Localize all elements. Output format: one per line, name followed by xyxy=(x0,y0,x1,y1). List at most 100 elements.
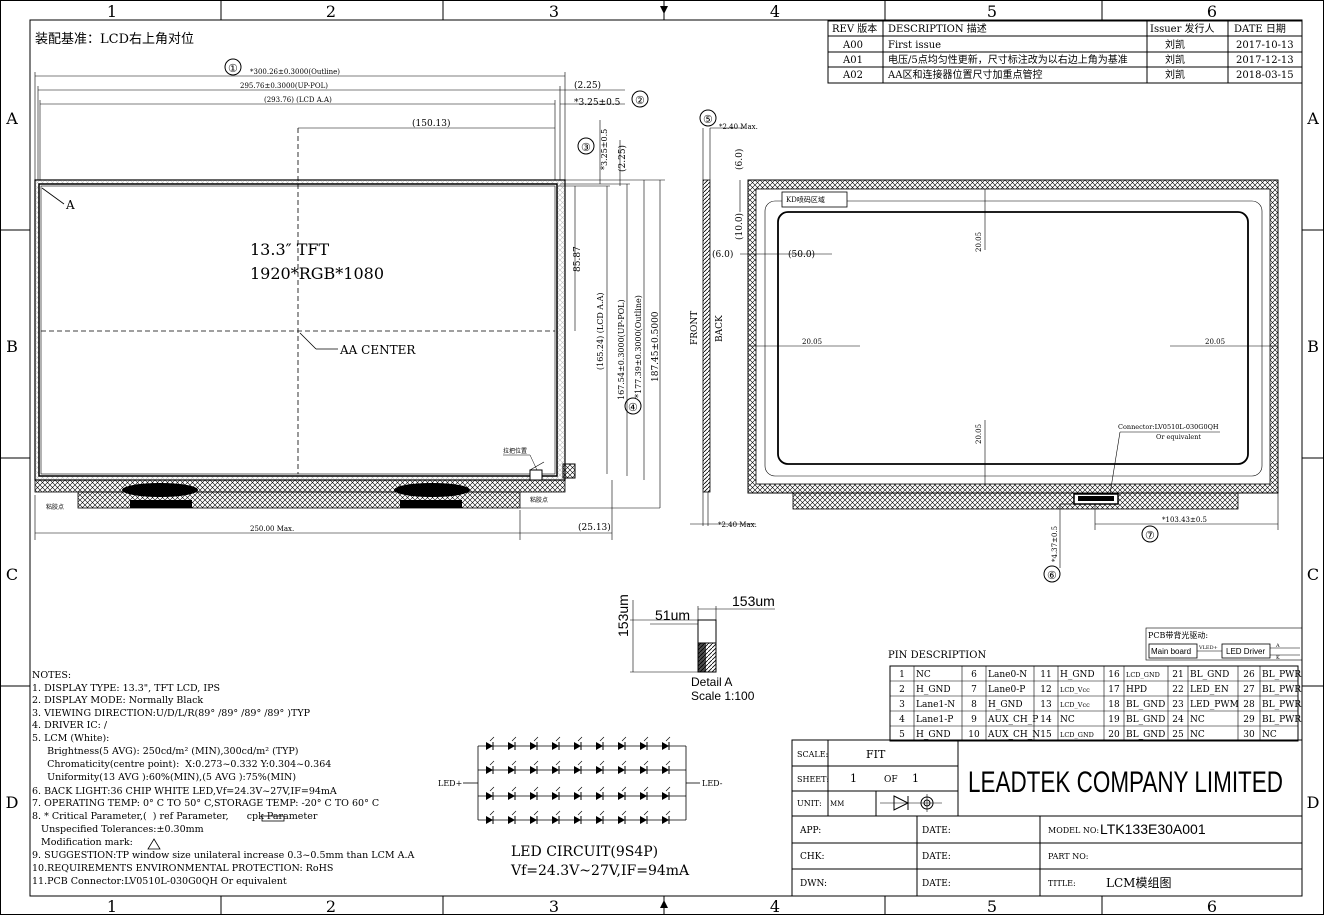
note-line-16: 11.PCB Connector:LV0510L-030G0QH Or equi… xyxy=(32,876,287,887)
side-view: ⑤ *2.40 Max. *2.40 Max. FRONT BACK xyxy=(690,109,758,529)
pin-signal: LED_PWM xyxy=(1190,700,1239,710)
pin-number: 24 xyxy=(1172,715,1184,725)
dim-right-gap: (2.25) xyxy=(574,80,601,91)
pin-signal: NC xyxy=(916,670,931,680)
rev-header-rev: REV 版本 xyxy=(832,22,877,35)
led-plus: LED+ xyxy=(438,779,462,788)
aa-center-label: AA CENTER xyxy=(339,343,416,357)
pin-signal: NC xyxy=(1262,730,1277,740)
grid-col-6: 6 xyxy=(1207,2,1217,21)
pin-signal: BL_GND xyxy=(1190,670,1229,680)
pcb-a: A xyxy=(1275,643,1280,649)
pin-signal: Lane1-P xyxy=(916,715,953,725)
rev-row-2-rev: A02 xyxy=(842,70,863,81)
grid-col-3: 3 xyxy=(549,2,559,21)
pin-title: PIN DESCRIPTION xyxy=(888,650,986,661)
pin-number: 7 xyxy=(971,685,977,695)
led-diode-icon xyxy=(618,786,627,800)
pin-number: 21 xyxy=(1172,670,1183,680)
pin-number: 5 xyxy=(899,730,905,740)
pcb-main-board: Main board xyxy=(1151,647,1191,656)
model-value: LTK133E30A001 xyxy=(1100,821,1206,837)
pcb-k: K xyxy=(1276,655,1280,661)
pin-signal: NC xyxy=(1060,715,1075,725)
led-minus: LED- xyxy=(702,779,723,788)
led-diode-icon xyxy=(574,786,583,800)
note-line-13: Modification mark: xyxy=(32,837,133,848)
detail-scale: Scale 1:100 xyxy=(691,689,755,703)
rev-row-1-issuer: 刘凯 xyxy=(1165,53,1185,66)
led-circuit: LED+ LED- LED CIRCUIT(9S4P) Vf=24.3V~27V… xyxy=(438,736,723,879)
callout-5: ⑤ xyxy=(703,113,713,126)
revision-table: REV 版本 DESCRIPTION 描述 Issuer 发行人 DATE 日期… xyxy=(827,20,1303,84)
pin-number: 27 xyxy=(1243,685,1255,695)
title-label: TITLE: xyxy=(1048,879,1076,888)
note-line-0: NOTES: xyxy=(32,670,71,681)
rev-row-0-desc: First issue xyxy=(888,40,941,51)
title-block: SCALE: FIT SHEET: 1 OF 1 UNIT: MM LEADTE… xyxy=(791,739,1303,897)
chk-label: CHK: xyxy=(800,852,825,862)
detail-a: 153um 51um 153um Detail A Scale 1:100 xyxy=(615,593,775,703)
back-dim-bottom: 20.05 xyxy=(975,424,983,444)
led-diode-icon xyxy=(552,736,561,750)
dwn-date: DATE: xyxy=(922,879,951,889)
pin-number: 28 xyxy=(1243,700,1255,710)
grid-col-6-bottom: 6 xyxy=(1207,897,1217,915)
led-diode-icon xyxy=(596,760,605,774)
led-diode-icon xyxy=(530,760,539,774)
note-line-6: Brightness(5 AVG): 250cd/m² (MIN),300cd/… xyxy=(32,746,298,757)
side-max-top: *2.40 Max. xyxy=(719,123,758,131)
led-diode-icon xyxy=(618,810,627,824)
back-dim-10: (10.0) xyxy=(734,213,745,240)
note-line-11: 8. * Critical Parameter,( ) ref Paramete… xyxy=(32,811,318,822)
scale-value: FIT xyxy=(866,748,886,761)
led-diode-icon xyxy=(596,810,605,824)
chk-date: DATE: xyxy=(922,852,951,862)
grid-col-5: 5 xyxy=(987,2,997,21)
dim-right-top: *3.25±0.5 xyxy=(574,98,621,108)
led-diode-icon xyxy=(486,786,495,800)
dwn-label: DWN: xyxy=(800,879,827,889)
grid-col-1-bottom: 1 xyxy=(107,897,117,915)
pin-number: 8 xyxy=(971,700,977,710)
note-line-8: Uniformity(13 AVG ):60%(MIN),(5 AVG ):75… xyxy=(32,772,296,783)
back-dim-50: (50.0) xyxy=(788,249,815,260)
grid-col-4: 4 xyxy=(770,2,780,21)
grid-col-3-bottom: 3 xyxy=(549,897,559,915)
dim-lcdaa-height: (165.24) (LCD A.A) xyxy=(596,292,605,370)
note-line-15: 10.REQUIREMENTS ENVIRONMENTAL PROTECTION… xyxy=(32,863,333,874)
side-front-label: FRONT xyxy=(690,311,700,345)
grid-row-d: D xyxy=(6,793,19,812)
pin-number: 26 xyxy=(1243,670,1255,680)
company-name: LEADTEK COMPANY LIMITED xyxy=(968,766,1283,799)
grid-col-5-bottom: 5 xyxy=(987,897,997,915)
front-view: *300.26±0.3000(Outline) 295.76±0.3000(UP… xyxy=(34,58,665,540)
note-line-5: 5. LCM (White): xyxy=(32,733,109,744)
pin-number: 19 xyxy=(1108,715,1120,725)
callout-7: ⑦ xyxy=(1145,529,1155,542)
connector-equivalent: Or equivalent xyxy=(1156,433,1201,441)
callout-6: ⑥ xyxy=(1047,569,1057,582)
rev-row-0-date: 2017-10-13 xyxy=(1236,40,1294,51)
led-diode-icon xyxy=(530,786,539,800)
led-diode-icon xyxy=(530,736,539,750)
dim-outline-width: *300.26±0.3000(Outline) xyxy=(250,68,340,76)
app-label: APP: xyxy=(799,826,821,836)
led-diode-icon xyxy=(508,736,517,750)
detail-a-marker: A xyxy=(65,198,75,212)
dim-vert-top: *3.25±0.5 xyxy=(600,129,609,170)
pin-number: 23 xyxy=(1172,700,1184,710)
pin-signal: NC xyxy=(1190,715,1205,725)
rev-header-date: DATE 日期 xyxy=(1234,23,1286,35)
grid-row-b: B xyxy=(6,337,18,356)
dim-total-height: 187.45±0.5000 xyxy=(651,311,661,382)
led-diode-icon xyxy=(618,760,627,774)
grid-col-4-bottom: 4 xyxy=(770,897,780,915)
led-diode-icon xyxy=(508,786,517,800)
led-diode-icon xyxy=(530,810,539,824)
part-label: PART NO: xyxy=(1048,852,1088,861)
led-diode-icon xyxy=(596,736,605,750)
dim-half-width: (150.13) xyxy=(412,118,451,129)
rev-row-0-issuer: 刘凯 xyxy=(1165,38,1185,51)
